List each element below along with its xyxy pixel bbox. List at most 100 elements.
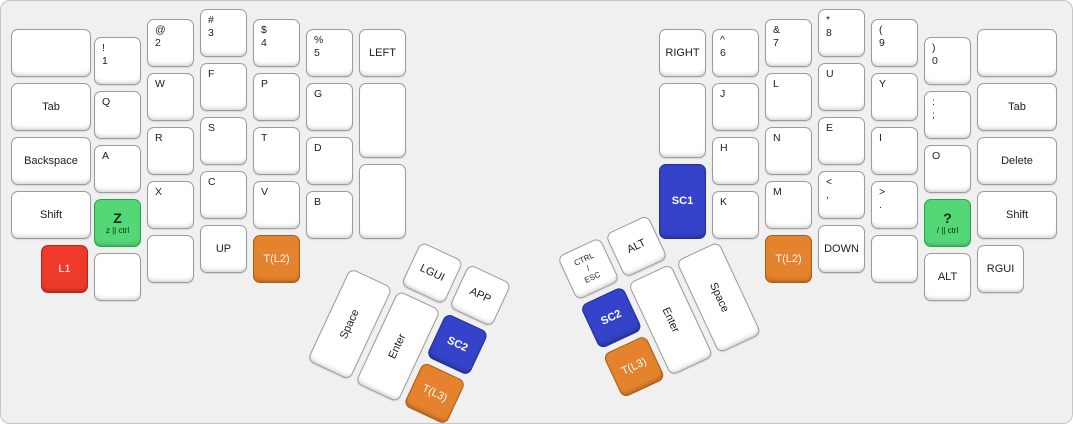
key-label: G [314, 88, 323, 100]
key-o[interactable]: O [924, 145, 971, 193]
key-0[interactable]: )0 [924, 37, 971, 85]
key-i[interactable]: I [871, 127, 918, 175]
key-label: K [720, 196, 728, 208]
key-blank-right-bottom[interactable] [871, 235, 918, 283]
key-sc1[interactable]: SC1 [659, 164, 706, 239]
key-label: V [261, 186, 269, 198]
key-label: DOWN [824, 242, 859, 255]
key-label: Enter [659, 305, 682, 335]
key-a[interactable]: A [94, 145, 141, 193]
key-label: *8 [826, 14, 832, 39]
key-label: M [773, 186, 782, 198]
key-f[interactable]: F [200, 63, 247, 111]
key-blank-left-bottom-1[interactable] [94, 253, 141, 301]
key-blank-left-top[interactable] [11, 29, 91, 77]
key-slash-ctrl[interactable]: ?/ || ctrl [924, 199, 971, 247]
key-9[interactable]: (9 [871, 19, 918, 67]
key-label: Tab [1008, 100, 1026, 113]
key-shift-right[interactable]: Shift [977, 191, 1057, 239]
key-alt-right-bottom[interactable]: ALT [924, 253, 971, 301]
key-l[interactable]: L [765, 73, 812, 121]
key-label: )0 [932, 42, 938, 67]
key-label: L [773, 78, 779, 90]
key-down-arrow[interactable]: DOWN [818, 225, 865, 273]
key-blank-right-inner-top[interactable] [659, 83, 706, 158]
key-up-arrow[interactable]: UP [200, 225, 247, 273]
key-4[interactable]: $4 [253, 19, 300, 67]
key-j[interactable]: J [712, 83, 759, 131]
key-label: T(L2) [775, 252, 802, 265]
key-label: S [208, 122, 216, 134]
key-tl2-right[interactable]: T(L2) [765, 235, 812, 283]
key-label: @2 [155, 24, 166, 49]
key-label: C [208, 176, 216, 188]
key-t[interactable]: T [253, 127, 300, 175]
key-1[interactable]: !1 [94, 37, 141, 85]
key-w[interactable]: W [147, 73, 194, 121]
key-e[interactable]: E [818, 117, 865, 165]
key-semicolon[interactable]: :; [924, 91, 971, 139]
key-label: I [879, 132, 882, 144]
key-q[interactable]: Q [94, 91, 141, 139]
key-label: SC2 [445, 334, 470, 355]
key-blank-left-inner-top[interactable] [359, 83, 406, 158]
key-label: R [155, 132, 163, 144]
key-shift-left[interactable]: Shift [11, 191, 91, 239]
key-label: !1 [102, 42, 108, 67]
key-u[interactable]: U [818, 63, 865, 111]
key-6[interactable]: ^6 [712, 29, 759, 77]
key-r[interactable]: R [147, 127, 194, 175]
key-left-arrow[interactable]: LEFT [359, 29, 406, 77]
key-label: Y [879, 78, 887, 90]
key-delete[interactable]: Delete [977, 137, 1057, 185]
key-tab-left[interactable]: Tab [11, 83, 91, 131]
key-2[interactable]: @2 [147, 19, 194, 67]
key-period[interactable]: >. [871, 181, 918, 229]
key-blank-left-inner-bottom[interactable] [359, 164, 406, 239]
key-p[interactable]: P [253, 73, 300, 121]
key-b[interactable]: B [306, 191, 353, 239]
key-right-arrow[interactable]: RIGHT [659, 29, 706, 77]
key-label: CTRL/ESC [572, 250, 602, 285]
key-label: N [773, 132, 781, 144]
key-l1[interactable]: L1 [41, 245, 88, 293]
key-y[interactable]: Y [871, 73, 918, 121]
key-7[interactable]: &7 [765, 19, 812, 67]
key-blank-left-bottom-2[interactable] [147, 235, 194, 283]
key-x[interactable]: X [147, 181, 194, 229]
key-label: APP [467, 285, 493, 306]
key-label: LGUI [418, 262, 447, 284]
key-label: $4 [261, 24, 267, 49]
key-g[interactable]: G [306, 83, 353, 131]
key-m[interactable]: M [765, 181, 812, 229]
key-label: ALT [625, 236, 648, 256]
key-tl3-left[interactable]: T(L3) [403, 361, 467, 423]
key-label: &7 [773, 24, 781, 49]
key-c[interactable]: C [200, 171, 247, 219]
key-label: Space [706, 280, 731, 315]
key-v[interactable]: V [253, 181, 300, 229]
key-label: D [314, 142, 322, 154]
key-backspace[interactable]: Backspace [11, 137, 91, 185]
key-blank-right-top[interactable] [977, 29, 1057, 77]
key-label: Delete [1001, 154, 1033, 167]
key-k[interactable]: K [712, 191, 759, 239]
key-8[interactable]: *8 [818, 9, 865, 57]
key-n[interactable]: N [765, 127, 812, 175]
key-label: RIGHT [665, 46, 700, 59]
key-tab-right[interactable]: Tab [977, 83, 1057, 131]
key-3[interactable]: #3 [200, 9, 247, 57]
key-h[interactable]: H [712, 137, 759, 185]
key-comma[interactable]: <, [818, 171, 865, 219]
key-label: UP [215, 242, 232, 255]
key-rgui[interactable]: RGUI [977, 245, 1024, 293]
key-s[interactable]: S [200, 117, 247, 165]
key-label: T [261, 132, 268, 144]
key-5[interactable]: %5 [306, 29, 353, 77]
key-label: B [314, 196, 322, 208]
key-label: <, [826, 176, 833, 201]
key-tl2-left[interactable]: T(L2) [253, 235, 300, 283]
key-d[interactable]: D [306, 137, 353, 185]
